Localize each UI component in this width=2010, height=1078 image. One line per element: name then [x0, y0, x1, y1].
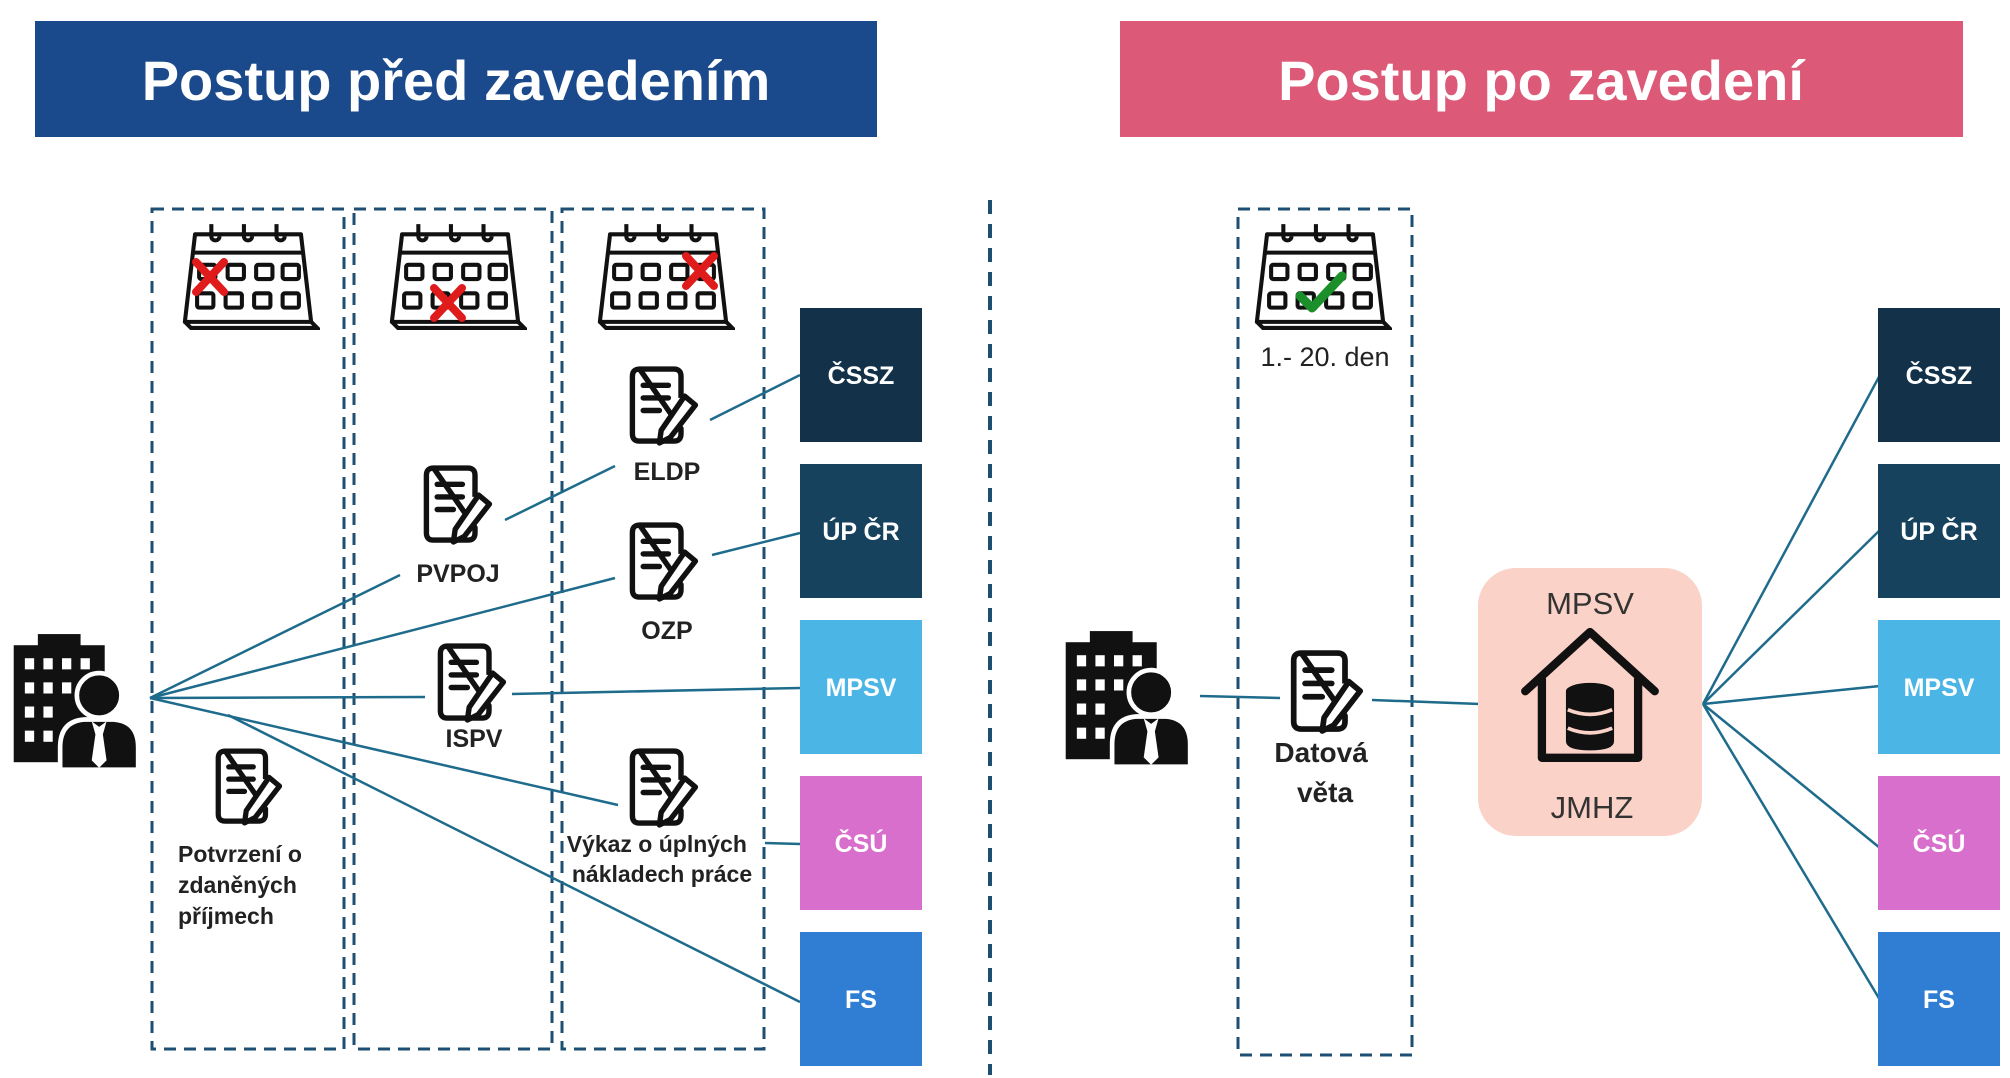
institution-box-mpsv-after — [1878, 620, 2000, 754]
hub-bottom-label: JMHZ — [1551, 790, 1634, 825]
institution-box-upcr-after — [1878, 464, 2000, 598]
document-icon-potvrzeni — [218, 751, 279, 823]
document-icon-ispv — [440, 646, 503, 720]
deadline-column — [1236, 207, 1414, 1057]
institution-label-fs-after: FS — [1923, 986, 1955, 1014]
institution-label-mpsv-before: MPSV — [826, 674, 897, 702]
institution-box-upcr-before — [800, 464, 922, 598]
institution-box-cssz-before — [800, 308, 922, 442]
document-label-datova-veta: Datová věta — [1274, 737, 1375, 808]
document-icon-vykaz — [632, 751, 695, 825]
institution-box-csu-after — [1878, 776, 2000, 910]
deadline-label: 1.- 20. den — [1260, 342, 1389, 372]
institution-box-cssz-after — [1878, 308, 2000, 442]
institution-label-csu-after: ČSÚ — [1913, 828, 1966, 858]
header-after: Postup po zavedení — [1120, 21, 1963, 137]
institution-label-upcr-before: ÚP ČR — [822, 516, 899, 546]
document-label-ozp: OZP — [641, 617, 692, 645]
calendar-icon-month-2 — [392, 224, 524, 328]
month-columns — [150, 207, 766, 1051]
document-icon-pvpoj — [426, 468, 489, 542]
document-label-ispv: ISPV — [446, 725, 503, 753]
jmhz-hub: MPSV JMHZ — [1478, 568, 1702, 836]
institution-box-csu-before — [800, 776, 922, 910]
header-after-banner — [1120, 21, 1963, 137]
institution-label-fs-before: FS — [845, 986, 877, 1014]
document-label-potvrzeni: Potvrzení o zdaněných příjmech — [178, 841, 308, 929]
month-column-1 — [150, 207, 346, 1051]
institution-label-cssz-before: ČSSZ — [828, 360, 895, 390]
document-icon-eldp — [632, 369, 695, 443]
employer-icon-after — [1066, 631, 1190, 767]
document-label-eldp: ELDP — [634, 458, 701, 486]
employer-icon-before — [14, 634, 138, 770]
institution-label-csu-before: ČSÚ — [835, 828, 888, 858]
header-before-banner — [35, 21, 877, 137]
calendar-icon-month-3 — [600, 224, 732, 328]
header-before: Postup před zavedením — [35, 21, 877, 137]
document-label-pvpoj: PVPOJ — [416, 560, 499, 588]
month-column-3 — [560, 207, 766, 1051]
document-icon-datova-veta — [1294, 653, 1361, 731]
hub-top-label: MPSV — [1546, 586, 1634, 621]
document-label-vykaz: Výkaz o úplných nákladech práce — [567, 831, 754, 887]
institution-box-fs-before — [800, 932, 922, 1066]
calendar-icon-month-1 — [185, 224, 317, 328]
header-after-title: Postup po zavedení — [1278, 49, 1806, 112]
institution-label-mpsv-after: MPSV — [1904, 674, 1975, 702]
institutions-after: ČSSZ ÚP ČR MPSV ČSÚ FS — [1878, 308, 2000, 1066]
institution-box-mpsv-before — [800, 620, 922, 754]
institution-label-cssz-after: ČSSZ — [1906, 360, 1973, 390]
connectors-after — [1199, 374, 1882, 1001]
document-icon-ozp — [632, 525, 695, 599]
calendar-check-icon — [1257, 224, 1389, 328]
connectors-before — [149, 373, 801, 1004]
month-column-2 — [352, 207, 554, 1051]
institution-label-upcr-after: ÚP ČR — [1900, 516, 1977, 546]
institutions-before: ČSSZ ÚP ČR MPSV ČSÚ FS — [800, 308, 922, 1066]
header-before-title: Postup před zavedením — [142, 49, 771, 112]
institution-box-fs-after — [1878, 932, 2000, 1066]
